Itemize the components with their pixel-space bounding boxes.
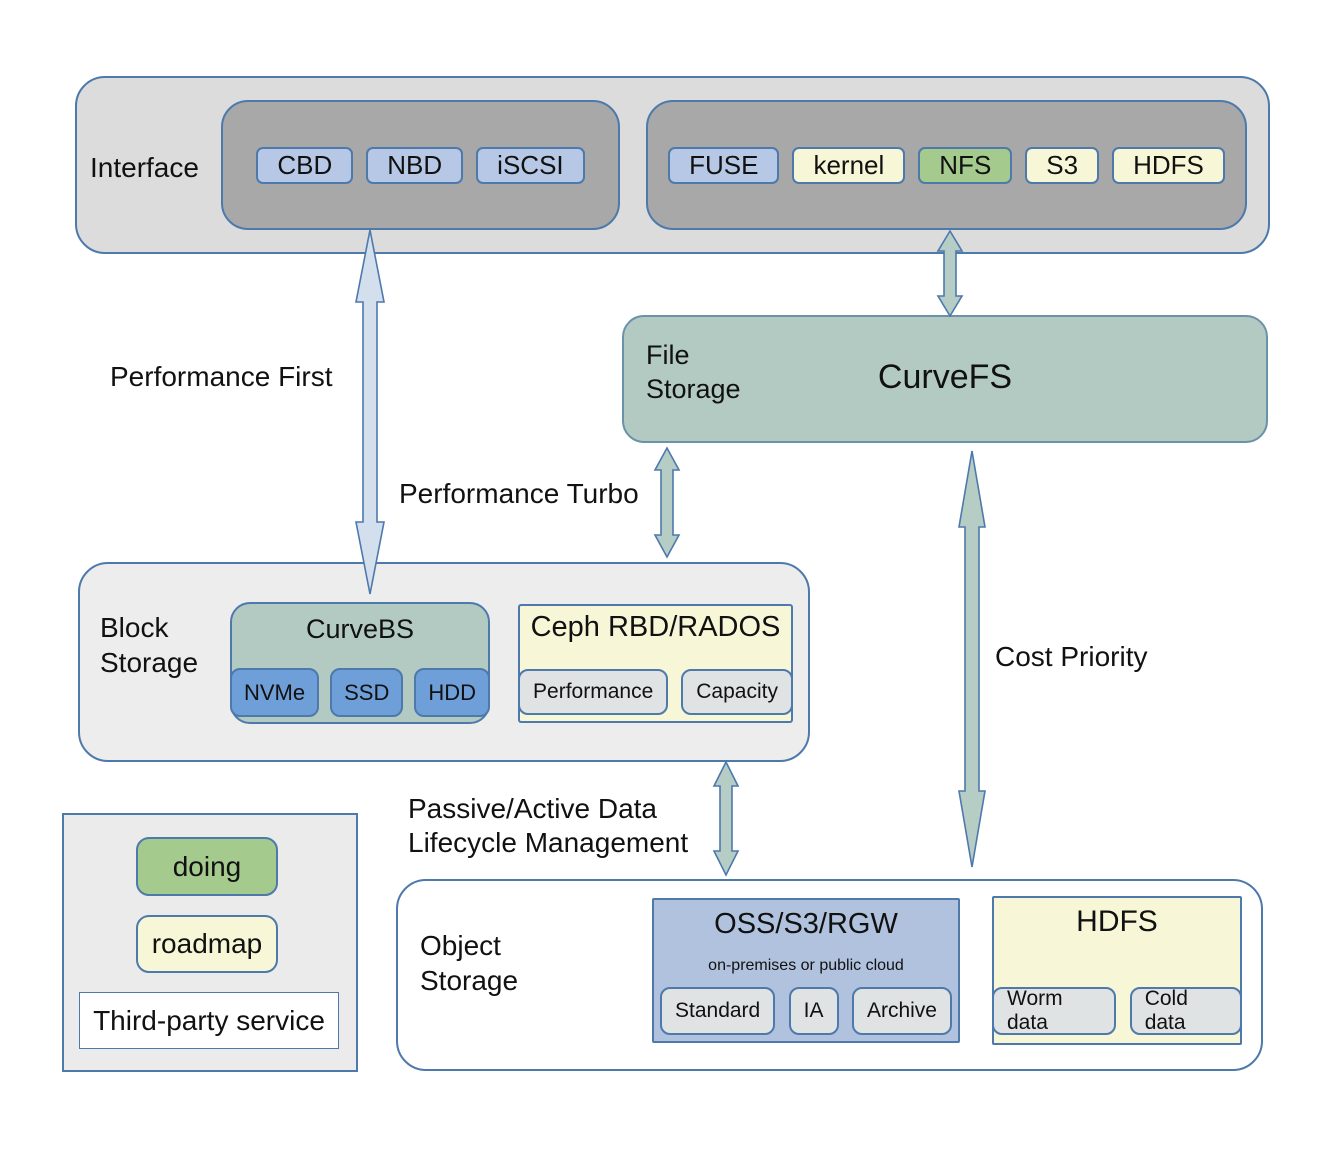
block-interface-group: CBD NBD iSCSI — [221, 100, 620, 230]
ceph-title: Ceph RBD/RADOS — [530, 611, 781, 643]
chip-nbd: NBD — [366, 146, 464, 184]
oss-title: OSS/S3/RGW — [714, 908, 898, 940]
chip-nvme: NVMe — [229, 668, 320, 717]
chip-kernel: kernel — [792, 146, 906, 184]
legend-doing: doing — [136, 837, 278, 896]
chip-ssd: SSD — [330, 668, 404, 717]
hdfs-title: HDFS — [1076, 905, 1158, 938]
chip-fuse: FUSE — [668, 146, 780, 184]
chip-performance: Performance — [518, 669, 669, 715]
block-storage-label: Block Storage — [100, 612, 199, 678]
chip-capacity: Capacity — [681, 669, 793, 715]
curvefs-box — [622, 315, 1268, 443]
chip-worm-data: Worm data — [992, 987, 1116, 1035]
chip-cold-data: Cold data — [1129, 987, 1242, 1035]
lifecycle-label: Passive/Active Data Lifecycle Management — [408, 793, 689, 858]
chip-s3: S3 — [1025, 146, 1100, 184]
hdfs-data-chips: Worm data Cold data — [992, 987, 1242, 1035]
interface-label: Interface — [90, 152, 199, 183]
lifecycle-arrow — [712, 760, 740, 877]
chip-hdd: HDD — [414, 668, 491, 717]
performance-turbo-label: Performance Turbo — [399, 478, 639, 509]
chip-nfs: NFS — [918, 146, 1013, 184]
ceph-pool-chips: Performance Capacity — [518, 669, 793, 715]
curvefs-title: CurveFS — [877, 358, 1013, 396]
chip-archive: Archive — [851, 987, 952, 1035]
curvebs-title: CurveBS — [305, 614, 415, 644]
file-storage-label: File Storage — [646, 340, 741, 404]
performance-first-arrow — [355, 229, 385, 595]
legend-third-party: Third-party service — [79, 992, 339, 1049]
cost-priority-label: Cost Priority — [995, 641, 1148, 672]
oss-subtitle: on-premises or public cloud — [708, 957, 904, 974]
chip-standard: Standard — [660, 987, 776, 1035]
chip-iscsi: iSCSI — [476, 146, 585, 184]
chip-hdfs-interface: HDFS — [1112, 146, 1225, 184]
oss-tier-chips: Standard IA Archive — [660, 987, 952, 1035]
curvebs-media-chips: NVMe SSD HDD — [229, 668, 491, 717]
performance-turbo-arrow — [653, 446, 681, 559]
cost-priority-arrow — [958, 450, 986, 868]
object-storage-label: Object Storage — [420, 930, 519, 996]
file-interface-group: FUSE kernel NFS S3 HDFS — [646, 100, 1247, 230]
chip-ia: IA — [788, 987, 839, 1035]
performance-first-label: Performance First — [110, 361, 333, 392]
chip-cbd: CBD — [256, 146, 354, 184]
legend-roadmap: roadmap — [136, 915, 278, 973]
